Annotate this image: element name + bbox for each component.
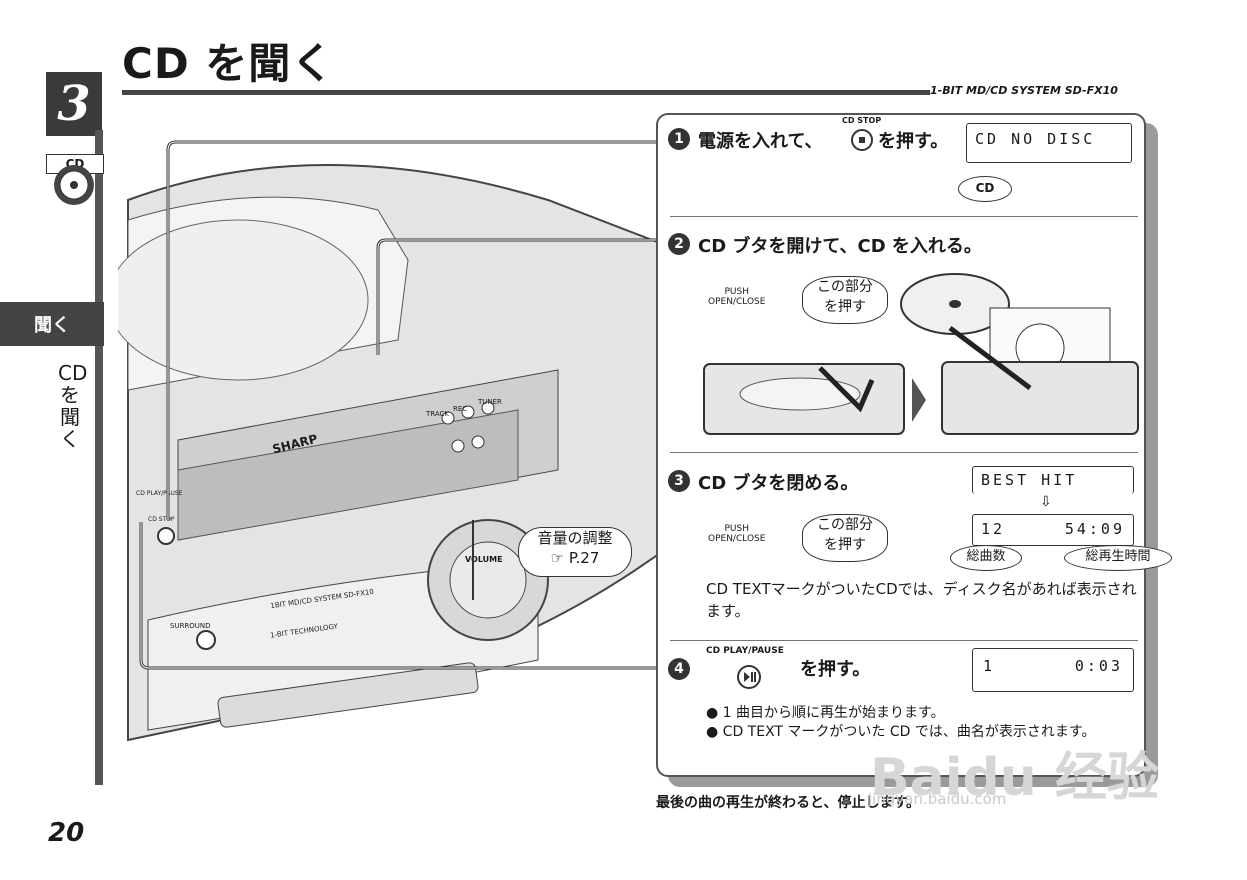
title-rule <box>122 90 930 95</box>
step4-bullet-1: ● 1 曲目から順に再生が始まります。 <box>706 705 945 721</box>
device-volume-label: VOLUME <box>465 555 503 564</box>
watermark-url: jingyan.baidu.com <box>868 790 1007 808</box>
step1-text-pre: 電源を入れて、 <box>698 131 823 152</box>
model-name: 1-BIT MD/CD SYSTEM SD-FX10 <box>930 84 1118 97</box>
step3-note: CD TEXTマークがついたCDでは、ディスク名があれば表示されます。 <box>706 580 1137 620</box>
step4-lcd-time: 0:03 <box>1074 657 1123 675</box>
device-play-label: CD PLAY/PAUSE <box>136 490 183 497</box>
volume-callout-title: 音量の調整 <box>537 529 613 547</box>
side-vertical-text: CDを聞く <box>58 361 88 451</box>
step2-bubble: この部分 を押す <box>802 276 888 324</box>
step3-lcd-top: BEST HIT <box>972 466 1134 494</box>
step3-push-text: PUSH <box>724 524 749 534</box>
step4-bullets: ● 1 曲目から順に再生が始まります。 ● CD TEXT マークがついた CD… <box>706 704 1138 742</box>
page-title: CD を聞く <box>122 39 335 88</box>
step3-push-label: PUSH OPEN/CLOSE <box>708 524 765 544</box>
step4-lcd: 1 0:03 <box>972 648 1134 692</box>
step2-number: 2 <box>668 233 690 255</box>
step3-bubble-line1: この部分 <box>817 517 873 533</box>
step4-number: 4 <box>668 658 690 680</box>
watermark: Baidu 经验 <box>870 748 1159 808</box>
step2-open-close-text: OPEN/CLOSE <box>708 297 766 307</box>
step3-lcd-bottom: 12 54:09 <box>972 514 1134 546</box>
step1-cd-badge: CD <box>958 176 1012 202</box>
play-pause-button-icon <box>737 665 761 689</box>
step3-bubble-line2: を押す <box>824 537 866 553</box>
stop-button-icon <box>851 129 873 151</box>
step2-illustrations <box>703 273 1139 435</box>
step3-bubble: この部分 を押す <box>802 514 888 562</box>
down-arrow-icon: ⇩ <box>1040 494 1052 510</box>
chapter-number: 3 <box>46 72 102 136</box>
page-number: 20 <box>48 818 85 848</box>
step2-text: CD ブタを開けて、CD を入れる。 <box>698 236 982 257</box>
step4-bullet-2-text: CD TEXT マークがついた CD では、曲名が表示されます。 <box>722 724 1096 740</box>
step3-number: 3 <box>668 470 690 492</box>
step4-button-label: CD PLAY/PAUSE <box>706 646 784 656</box>
divider-3 <box>670 640 1138 641</box>
step1-lcd: CD NO DISC <box>966 123 1132 163</box>
volume-callout: 音量の調整 ☞ P.27 <box>518 527 632 577</box>
volume-callout-page: ☞ P.27 <box>550 549 600 567</box>
step4-text-post: を押す。 <box>800 659 871 680</box>
step3-lcd-track: 12 <box>981 520 1006 538</box>
device-stop-label: CD STOP <box>148 516 175 523</box>
step1-number: 1 <box>668 128 690 150</box>
label-total-tracks: 総曲数 <box>950 545 1022 571</box>
step1-text-post: を押す。 <box>878 131 949 152</box>
cd-player-illustration <box>118 164 678 742</box>
divider-1 <box>670 216 1138 217</box>
step4-bullet-2: ● CD TEXT マークがついた CD では、曲名が表示されます。 <box>706 724 1096 740</box>
step2-bubble-line1: この部分 <box>817 279 873 295</box>
divider-2 <box>670 452 1138 453</box>
device-tuner-label: TUNER <box>478 398 502 406</box>
device-rec-label: REC <box>453 405 468 413</box>
step2-push-text: PUSH <box>724 287 749 297</box>
device-surround-label: SURROUND <box>170 622 211 630</box>
step1-button-label: CD STOP <box>842 116 882 125</box>
cd-disc-icon <box>54 165 94 205</box>
step2-bubble-line2: を押す <box>824 299 866 315</box>
step4-lcd-track: 1 <box>983 657 996 675</box>
device-track-label: TRACK <box>426 410 449 418</box>
step2-push-label: PUSH OPEN/CLOSE <box>708 287 765 307</box>
step4-bullet-1-text: 1 曲目から順に再生が始まります。 <box>722 705 945 721</box>
step3-lcd-time: 54:09 <box>1064 520 1125 538</box>
label-total-time: 総再生時間 <box>1064 545 1172 571</box>
footer-note: 最後の曲の再生が終わると、停止します。 <box>656 795 921 811</box>
step3-open-close-text: OPEN/CLOSE <box>708 534 766 544</box>
step3-text: CD ブタを閉める。 <box>698 473 859 494</box>
kiku-tab: 聞く <box>0 302 104 346</box>
chapter-bar <box>95 130 103 785</box>
volume-callout-page-ref: P.27 <box>568 549 600 567</box>
